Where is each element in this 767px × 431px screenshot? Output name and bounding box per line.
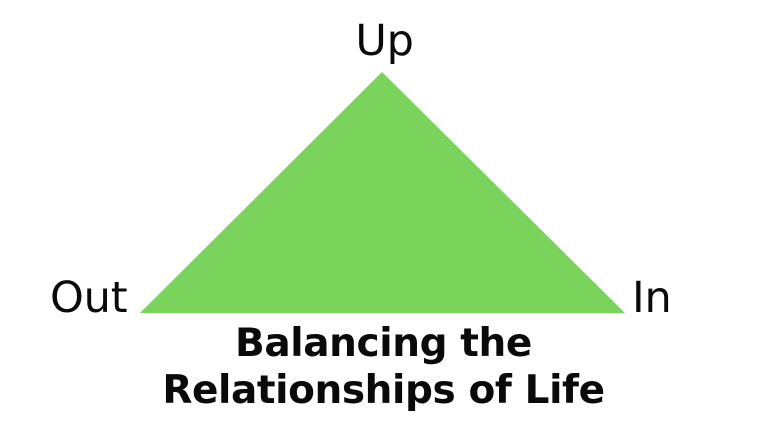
green-triangle-icon (140, 72, 625, 313)
vertex-label-in: In (632, 273, 672, 323)
caption-line-2: Relationships of Life (162, 368, 605, 413)
caption-line-1: Balancing the (235, 321, 532, 366)
vertex-label-out: Out (50, 273, 128, 323)
vertex-label-up: Up (355, 16, 414, 66)
caption-block: Balancing the Relationships of Life (0, 320, 767, 414)
